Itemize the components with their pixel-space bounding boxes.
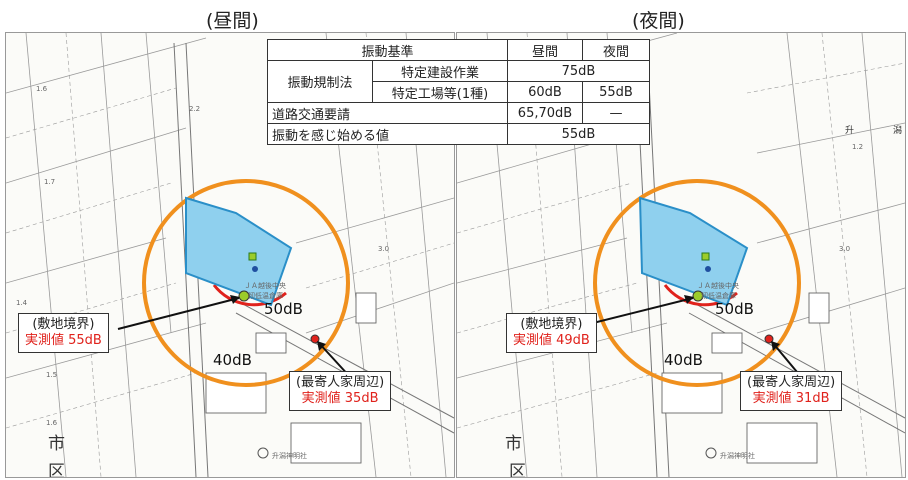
- table-cell-night: —: [582, 102, 650, 124]
- contour-label-50db: 50dB: [264, 300, 303, 318]
- facility-sub-label: 籾低温倉庫: [248, 292, 283, 300]
- contour-ring-40db: [142, 179, 350, 387]
- map-day-drawing: [6, 33, 454, 477]
- elev-label: 1.7: [44, 178, 56, 186]
- elev-label: 1.6: [36, 85, 48, 93]
- shrine-label: 升潟神明社: [720, 452, 755, 460]
- vibration-standards-table: 振動基準 昼間 夜間 振動規制法 特定建設作業 75dB 特定工場等(1種) 6…: [267, 39, 650, 145]
- map-char-ku: 区: [509, 462, 526, 478]
- contour-label-50db: 50dB: [715, 300, 754, 318]
- contour-arc-50db: [212, 284, 287, 307]
- map-char-ku: 区: [48, 462, 65, 478]
- panel-title-day: (昼間): [206, 10, 259, 32]
- table-row: 特定工場等(1種) 60dB 55dB: [268, 81, 650, 103]
- table-row: 振動を感じ始める値 55dB: [267, 123, 650, 145]
- table-cell-name: 道路交通要請: [267, 102, 508, 124]
- map-char-shi: 市: [48, 434, 65, 454]
- boundary-marker[interactable]: [238, 290, 250, 302]
- boundary-callout-label: (敷地境界): [32, 317, 95, 332]
- table-header-night: 夜間: [582, 39, 650, 61]
- contour-ring-40db: [593, 179, 801, 387]
- map-char-gata: 潟: [893, 126, 903, 136]
- panel-title-night: (夜間): [632, 10, 685, 32]
- boundary-callout-value: 実測値 49dB: [513, 333, 590, 348]
- table-cell-night: 55dB: [582, 81, 650, 103]
- table-cell-day: 65,70dB: [507, 102, 583, 124]
- contour-label-40db: 40dB: [664, 351, 703, 369]
- shrine-label: 升潟神明社: [272, 452, 307, 460]
- table-header-day: 昼間: [507, 39, 583, 61]
- elev-label: 3.0: [378, 245, 390, 253]
- map-char-masu: 升: [845, 126, 855, 136]
- house-callout-value: 実測値 35dB: [301, 391, 379, 406]
- facility-label: ＪＡ越後中央: [244, 282, 286, 290]
- house-callout: (最寄人家周辺) 実測値 31dB: [740, 371, 843, 411]
- boundary-marker[interactable]: [692, 290, 704, 302]
- source-marker: [252, 266, 258, 272]
- table-cell-value: 75dB: [507, 60, 650, 82]
- boundary-callout-value: 実測値 55dB: [25, 333, 102, 348]
- elev-label: 3.0: [839, 245, 851, 253]
- table-cell-name: 特定工場等(1種): [372, 81, 508, 103]
- boundary-callout: (敷地境界) 実測値 49dB: [506, 313, 597, 353]
- elev-label: 1.5: [46, 371, 58, 379]
- map-night-drawing: [457, 33, 905, 477]
- table-header-standard: 振動基準: [267, 39, 508, 61]
- boundary-callout: (敷地境界) 実測値 55dB: [18, 313, 109, 353]
- table-row: 道路交通要請 65,70dB —: [267, 102, 650, 124]
- table-cell-name: 特定建設作業: [372, 60, 508, 82]
- facility-area[interactable]: [185, 196, 293, 307]
- table-cell-name: 振動を感じ始める値: [267, 123, 508, 145]
- facility-area[interactable]: [638, 196, 749, 307]
- house-callout-label: (最寄人家周辺): [296, 375, 385, 390]
- house-callout-label: (最寄人家周辺): [747, 375, 836, 390]
- elev-label: 2.2: [189, 105, 201, 113]
- elev-label: 1.6: [46, 419, 58, 427]
- table-header-row: 振動基準 昼間 夜間: [267, 39, 650, 61]
- boundary-callout-label: (敷地境界): [520, 317, 583, 332]
- elev-label: 1.2: [852, 143, 864, 151]
- table-cell-value: 55dB: [507, 123, 650, 145]
- table-cell-day: 60dB: [507, 81, 583, 103]
- house-callout-value: 実測値 31dB: [752, 391, 830, 406]
- elev-label: 1.4: [16, 299, 28, 307]
- contour-label-40db: 40dB: [213, 351, 252, 369]
- facility-label: ＪＡ越後中央: [697, 282, 739, 290]
- map-char-shi: 市: [505, 434, 522, 454]
- house-callout: (最寄人家周辺) 実測値 35dB: [289, 371, 392, 411]
- table-cell-law: 振動規制法: [267, 60, 373, 103]
- table-row: 振動規制法 特定建設作業 75dB: [267, 60, 650, 103]
- facility-sub-label: 籾低温倉庫: [701, 292, 736, 300]
- source-marker: [705, 266, 711, 272]
